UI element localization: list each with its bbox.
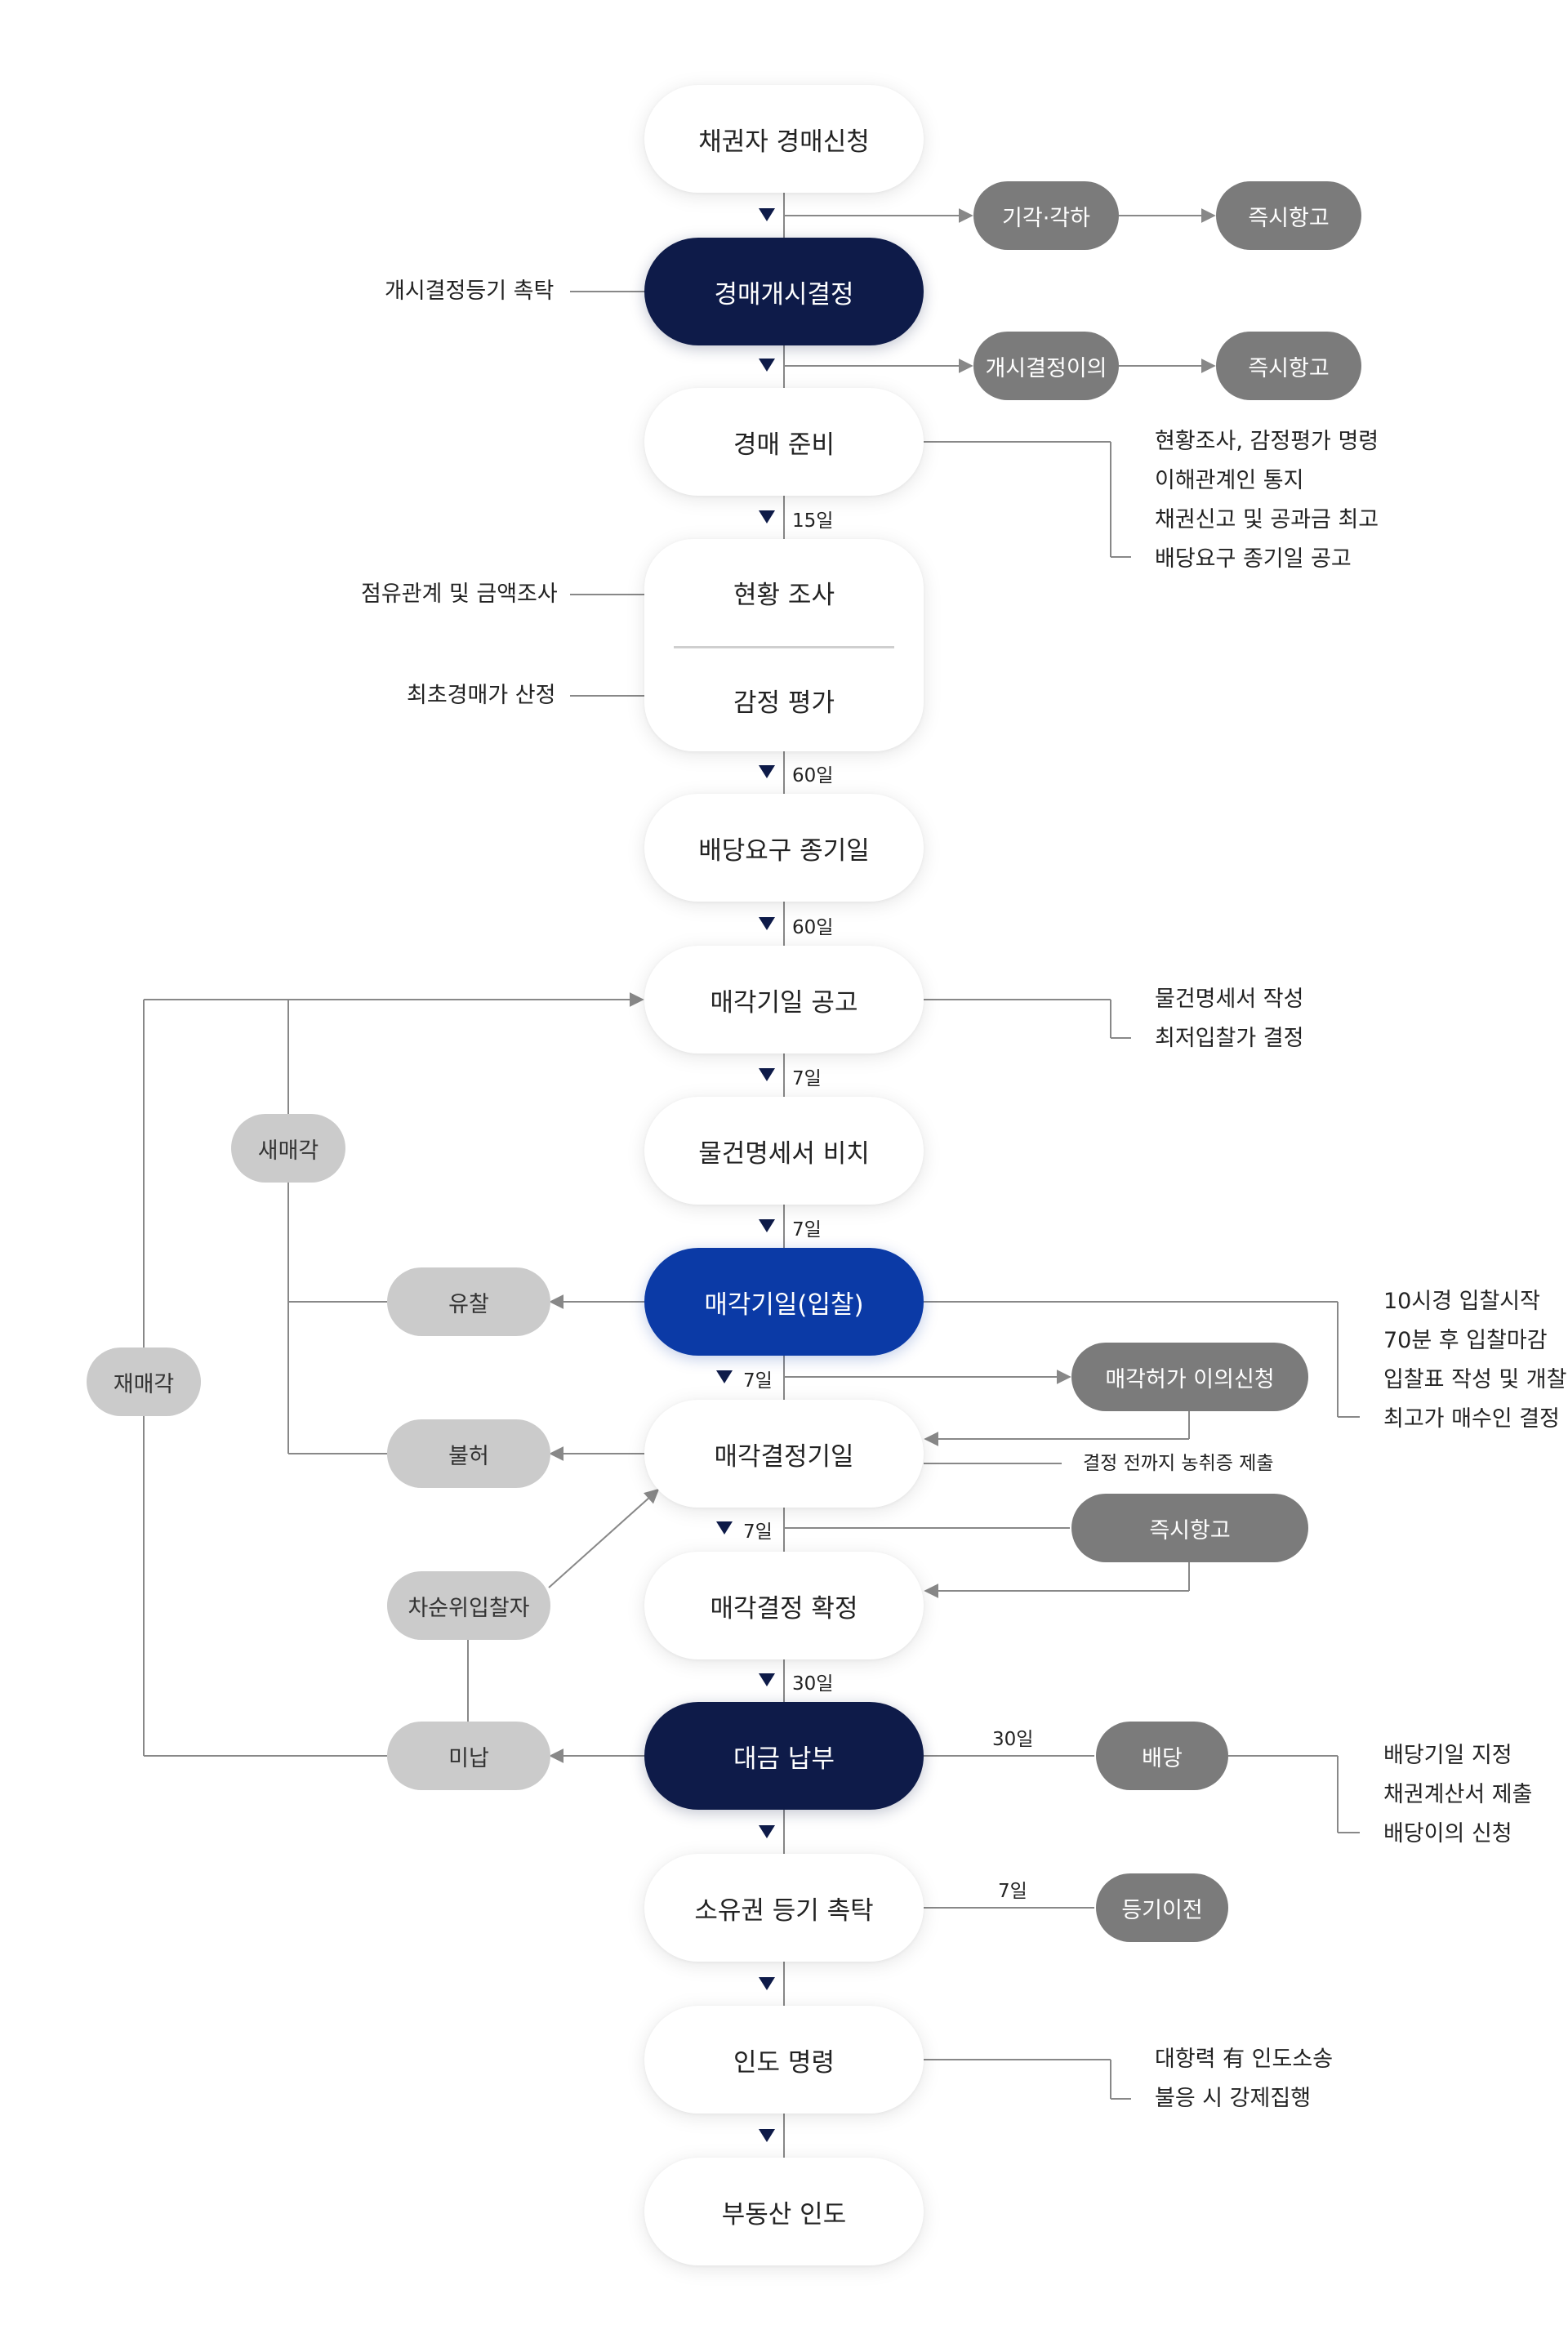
node-auction-preparation: 경매 준비: [644, 388, 924, 496]
down-arrow-icon: [759, 765, 775, 778]
node-sale-decision-date: 매각결정기일: [644, 1400, 924, 1508]
note-dividend-list: 배당기일 지정 채권계산서 제출 배당이의 신청: [1383, 1736, 1532, 1854]
interval-label: 7일: [792, 1068, 822, 1089]
note-item: 입찰표 작성 및 개찰: [1383, 1367, 1567, 1392]
pill-immediate-appeal: 즉시항고: [1216, 332, 1361, 400]
node-status-survey: 현황 조사: [733, 581, 835, 610]
note-item: 최저입찰가 결정: [1155, 1026, 1304, 1051]
pill-second-bidder: 차순위입찰자: [387, 1571, 550, 1640]
pill-dismissal: 기각·각하: [973, 181, 1119, 250]
node-delivery-order: 인도 명령: [644, 2006, 924, 2114]
node-specification-display: 물건명세서 비치: [644, 1097, 924, 1205]
down-arrow-icon: [759, 359, 775, 372]
note-start-registration: 개시결정등기 촉탁: [385, 278, 555, 304]
down-arrow-icon: [759, 1825, 775, 1838]
interval-label: 60일: [792, 917, 834, 938]
pill-start-objection: 개시결정이의: [973, 332, 1119, 400]
note-bidding-list: 10시경 입찰시작 70분 후 입찰마감 입찰표 작성 및 개찰 최고가 매수인…: [1383, 1282, 1566, 1439]
down-arrow-icon: [759, 1977, 775, 1990]
node-auction-start-decision: 경매개시결정: [644, 238, 924, 345]
interval-label: 7일: [743, 1521, 773, 1543]
node-property-delivery: 부동산 인도: [644, 2158, 924, 2265]
note-item: 배당이의 신청: [1383, 1821, 1512, 1846]
node-sale-date-bidding: 매각기일(입찰): [644, 1248, 924, 1356]
note-delivery-list: 대항력 有 인도소송 불응 시 강제집행: [1155, 2040, 1333, 2118]
node-auction-application: 채권자 경매신청: [644, 85, 924, 193]
note-notice-list: 물건명세서 작성 최저입찰가 결정: [1155, 980, 1303, 1058]
node-dividend-deadline: 배당요구 종기일: [644, 794, 924, 902]
pill-new-sale: 새매각: [231, 1114, 345, 1183]
node-survey-appraisal: 현황 조사 감정 평가: [644, 539, 924, 751]
pill-dividend: 배당: [1096, 1722, 1228, 1790]
note-item: 채권신고 및 공과금 최고: [1155, 507, 1379, 532]
note-farmland-certificate: 결정 전까지 농취증 제출: [1083, 1453, 1274, 1474]
interval-label: 15일: [792, 510, 834, 532]
note-item: 물건명세서 작성: [1155, 987, 1304, 1012]
pill-registration-transfer: 등기이전: [1096, 1873, 1228, 1942]
divider: [674, 646, 894, 648]
down-arrow-icon: [759, 1219, 775, 1232]
down-arrow-icon: [716, 1370, 733, 1383]
node-sale-date-notice: 매각기일 공고: [644, 946, 924, 1054]
node-ownership-registration: 소유권 등기 촉탁: [644, 1854, 924, 1962]
note-item: 배당요구 종기일 공고: [1155, 546, 1352, 572]
pill-sale-permit-objection: 매각허가 이의신청: [1071, 1343, 1308, 1411]
note-item: 배당기일 지정: [1383, 1743, 1512, 1768]
note-item: 대항력 有 인도소송: [1155, 2047, 1334, 2072]
down-arrow-icon: [759, 917, 775, 930]
pill-unpaid: 미납: [387, 1722, 550, 1790]
pill-failed-bid: 유찰: [387, 1267, 550, 1336]
node-appraisal: 감정 평가: [733, 688, 835, 718]
note-initial-price: 최초경매가 산정: [407, 683, 556, 708]
interval-label: 60일: [792, 765, 834, 786]
interval-label: 7일: [792, 1219, 822, 1241]
interval-label: 30일: [992, 1729, 1034, 1750]
note-occupancy-survey: 점유관계 및 금액조사: [361, 581, 558, 607]
note-item: 10시경 입찰시작: [1383, 1289, 1540, 1314]
down-arrow-icon: [759, 2129, 775, 2142]
pill-resale: 재매각: [87, 1348, 201, 1416]
pill-immediate-appeal: 즉시항고: [1216, 181, 1361, 250]
note-item: 현황조사, 감정평가 명령: [1155, 429, 1379, 454]
node-sale-decision-final: 매각결정 확정: [644, 1552, 924, 1659]
down-arrow-icon: [759, 1673, 775, 1686]
down-arrow-icon: [716, 1521, 733, 1535]
note-item: 채권계산서 제출: [1383, 1782, 1533, 1807]
note-item: 이해관계인 통지: [1155, 468, 1304, 493]
note-prep-list: 현황조사, 감정평가 명령 이해관계인 통지 채권신고 및 공과금 최고 배당요…: [1155, 422, 1379, 579]
node-payment: 대금 납부: [644, 1702, 924, 1810]
interval-label: 7일: [743, 1370, 773, 1392]
note-item: 최고가 매수인 결정: [1383, 1406, 1560, 1432]
down-arrow-icon: [759, 208, 775, 221]
down-arrow-icon: [759, 1068, 775, 1081]
interval-label: 7일: [998, 1881, 1027, 1902]
interval-label: 30일: [792, 1673, 834, 1695]
down-arrow-icon: [759, 510, 775, 523]
pill-disallowed: 불허: [387, 1419, 550, 1488]
note-item: 불응 시 강제집행: [1155, 2086, 1312, 2111]
pill-immediate-appeal: 즉시항고: [1071, 1494, 1308, 1562]
note-item: 70분 후 입찰마감: [1383, 1328, 1548, 1353]
